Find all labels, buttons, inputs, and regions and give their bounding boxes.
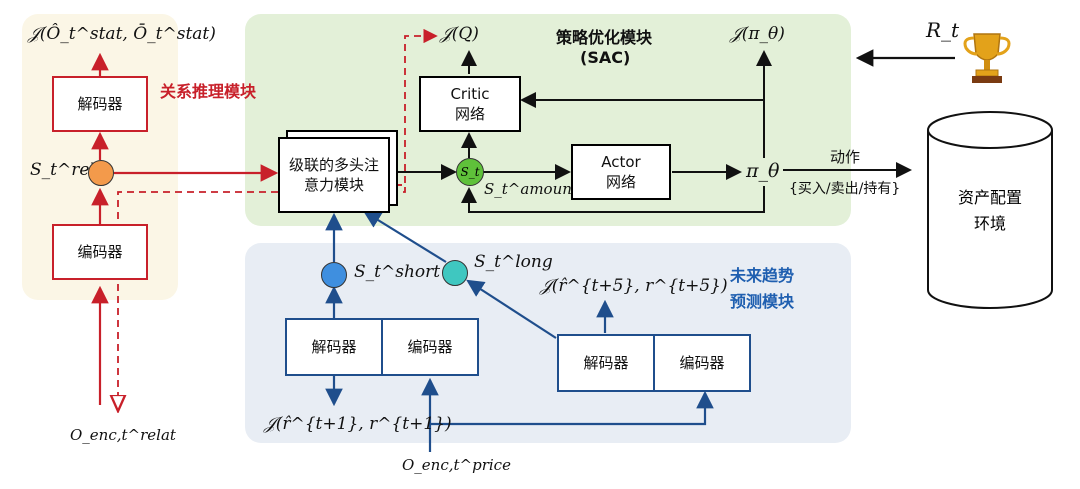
actor-label-line2: 网络	[605, 173, 636, 191]
policy-module-title: 策略优化模块	[556, 28, 653, 47]
attention-label-line1: 级联的多头注	[288, 156, 379, 174]
future-module-title-line2: 预测模块	[730, 292, 795, 311]
short-encoder-label: 编码器	[407, 338, 453, 356]
short-state-node	[321, 262, 347, 288]
relation-decoder-label: 解码器	[77, 95, 123, 113]
relation-input-label: O_enc,t^relat	[70, 426, 176, 444]
critic-network-box: Critic 网络	[419, 76, 521, 132]
actor-label-line1: Actor	[601, 153, 641, 171]
pi-objective: 𝒥(π_θ)	[730, 24, 785, 44]
relation-encoder-label: 编码器	[77, 243, 123, 261]
short-decoder-box: 解码器	[285, 318, 383, 376]
long-decoder-box: 解码器	[557, 334, 655, 392]
policy-symbol: π_θ	[746, 160, 780, 182]
future-module-title-line1: 未来趋势	[730, 266, 795, 285]
long-state-node	[442, 260, 468, 286]
long-encoder-label: 编码器	[679, 354, 725, 372]
action-label: 动作	[830, 148, 861, 166]
long-state-label: S_t^long	[474, 252, 553, 272]
long-encoder-box: 编码器	[653, 334, 751, 392]
environment-label-line1: 资产配置	[957, 188, 1022, 207]
environment-label: 资产配置 环境	[930, 185, 1050, 237]
critic-label-line1: Critic	[450, 85, 490, 103]
relation-decoder-box: 解码器	[52, 76, 148, 132]
action-options: {买入/卖出/持有}	[789, 181, 901, 197]
amount-label: S_t^amount	[484, 180, 578, 198]
long-objective: 𝒥(r̂^{t+5}, r^{t+5})	[540, 276, 728, 296]
q-objective: 𝒥(Q)	[440, 24, 479, 44]
short-decoder-label: 解码器	[311, 338, 357, 356]
price-input-label: O_enc,t^price	[402, 456, 511, 474]
long-decoder-label: 解码器	[583, 354, 629, 372]
relation-state-node	[88, 160, 114, 186]
reward-label: R_t	[926, 18, 960, 42]
state-node: S_t	[456, 158, 484, 186]
critic-label-line2: 网络	[454, 105, 485, 123]
short-state-label: S_t^short	[354, 262, 441, 282]
attention-label-line2: 意力模块	[303, 176, 364, 194]
state-node-label: S_t	[460, 165, 480, 179]
trophy-icon	[958, 30, 1016, 86]
relation-objective: 𝒥(Ô_t^stat, Ō_t^stat)	[28, 24, 216, 44]
actor-network-box: Actor 网络	[571, 144, 671, 200]
attention-module-box: 级联的多头注 意力模块	[278, 137, 390, 213]
environment-label-line2: 环境	[973, 214, 1006, 233]
relation-module-title: 关系推理模块	[160, 82, 257, 101]
relation-encoder-box: 编码器	[52, 224, 148, 280]
policy-module-subtitle: (SAC)	[580, 48, 631, 67]
short-encoder-box: 编码器	[381, 318, 479, 376]
short-objective: 𝒥(r̂^{t+1}, r^{t+1})	[264, 414, 452, 434]
